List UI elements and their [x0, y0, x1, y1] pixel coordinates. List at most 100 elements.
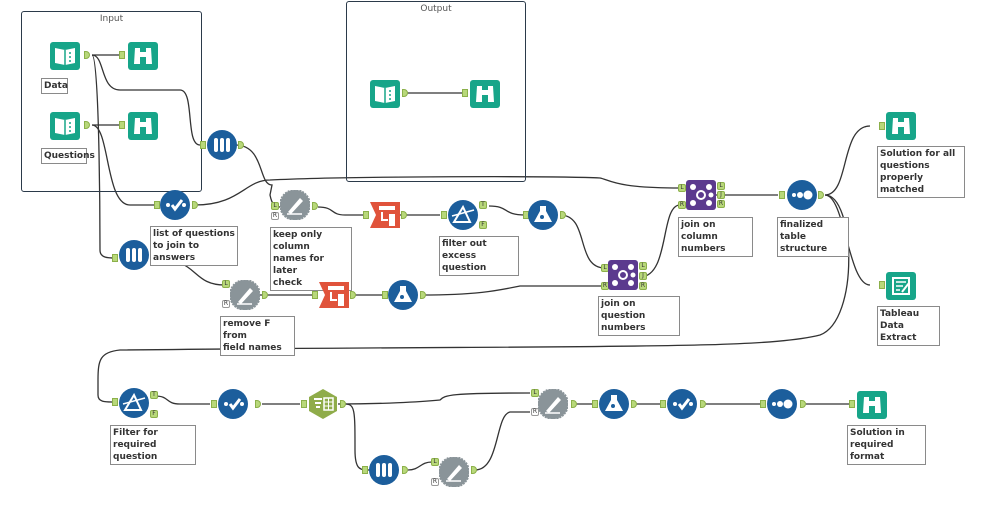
- left-input-port[interactable]: L: [271, 202, 279, 210]
- input-port[interactable]: [879, 122, 885, 130]
- transpose-tool[interactable]: [319, 280, 349, 310]
- left-input-port[interactable]: L: [431, 458, 439, 466]
- input-port[interactable]: [660, 400, 666, 408]
- left-output-port[interactable]: L: [717, 182, 725, 190]
- input-port[interactable]: [592, 400, 598, 408]
- dynamic-rename-tool[interactable]: [230, 280, 260, 310]
- output-port[interactable]: [312, 202, 318, 210]
- output-port[interactable]: [818, 191, 824, 199]
- browse-tool[interactable]: [886, 110, 916, 140]
- input-container[interactable]: Input: [21, 11, 202, 192]
- output-port[interactable]: [700, 400, 706, 408]
- right-input-port[interactable]: R: [531, 408, 539, 416]
- input-port[interactable]: [112, 398, 118, 406]
- checkmark-icon: [667, 389, 697, 419]
- input-port[interactable]: [154, 201, 160, 209]
- formula-tool[interactable]: [528, 200, 558, 230]
- text-to-columns-tool[interactable]: [119, 240, 149, 270]
- output-port[interactable]: [401, 211, 407, 219]
- dynamic-rename-tool[interactable]: [280, 190, 310, 220]
- left-input-port[interactable]: L: [531, 389, 539, 397]
- select-tool[interactable]: [160, 190, 190, 220]
- left-input-port[interactable]: L: [678, 184, 686, 192]
- right-input-port[interactable]: R: [431, 478, 439, 486]
- input-port[interactable]: [119, 51, 125, 59]
- output-port[interactable]: [402, 466, 408, 474]
- input-port[interactable]: [362, 466, 368, 474]
- input-port[interactable]: [301, 400, 307, 408]
- transpose-icon: [319, 282, 349, 308]
- input-data-tool[interactable]: [50, 40, 80, 70]
- cross-tab-tool[interactable]: [308, 389, 338, 419]
- input-port[interactable]: [211, 400, 217, 408]
- output-port[interactable]: [350, 291, 356, 299]
- input-port[interactable]: [312, 291, 318, 299]
- output-port[interactable]: [571, 400, 577, 408]
- output-port[interactable]: [255, 400, 261, 408]
- dynamic-rename-tool[interactable]: [439, 457, 469, 487]
- unique-tool[interactable]: [767, 389, 797, 419]
- output-port[interactable]: [631, 400, 637, 408]
- filter-tool[interactable]: [119, 388, 149, 418]
- input-port[interactable]: [382, 291, 388, 299]
- unique-tool[interactable]: [787, 180, 817, 210]
- output-port[interactable]: [340, 400, 346, 408]
- input-port[interactable]: [779, 191, 785, 199]
- output-port[interactable]: [84, 121, 90, 129]
- right-output-port[interactable]: R: [717, 200, 725, 208]
- browse-tool[interactable]: [128, 40, 158, 70]
- true-output-port[interactable]: T: [479, 201, 487, 209]
- input-port[interactable]: [849, 400, 855, 408]
- true-output-port[interactable]: T: [150, 391, 158, 399]
- input-port[interactable]: [112, 254, 118, 262]
- join-output-port[interactable]: J: [717, 191, 725, 199]
- output-port[interactable]: [192, 201, 198, 209]
- formula-tool[interactable]: [599, 389, 629, 419]
- text-to-columns-tool[interactable]: [369, 455, 399, 485]
- false-output-port[interactable]: F: [479, 221, 487, 229]
- formula-tool[interactable]: [388, 280, 418, 310]
- annotation-finalized: finalized table structure: [777, 217, 849, 257]
- right-input-port[interactable]: R: [271, 212, 279, 220]
- right-output-port[interactable]: R: [639, 282, 647, 290]
- input-port[interactable]: [119, 121, 125, 129]
- filter-tool[interactable]: [448, 200, 478, 230]
- join-output-port[interactable]: J: [639, 272, 647, 280]
- output-port[interactable]: [800, 400, 806, 408]
- dots-icon: [767, 389, 797, 419]
- output-port[interactable]: [402, 89, 408, 97]
- left-input-port[interactable]: L: [222, 280, 230, 288]
- input-port[interactable]: [200, 141, 206, 149]
- left-output-port[interactable]: L: [639, 262, 647, 270]
- output-port[interactable]: [84, 51, 90, 59]
- pencil-gear-icon: [230, 280, 260, 310]
- output-data-tool[interactable]: [886, 270, 916, 300]
- false-output-port[interactable]: F: [150, 410, 158, 418]
- input-port[interactable]: [363, 211, 369, 219]
- join-tool[interactable]: [608, 260, 638, 290]
- join-tool[interactable]: [686, 180, 716, 210]
- input-port[interactable]: [879, 281, 885, 289]
- dynamic-rename-tool[interactable]: [538, 389, 568, 419]
- browse-tool[interactable]: [128, 110, 158, 140]
- browse-tool[interactable]: [857, 389, 887, 419]
- input-questions-tool[interactable]: [50, 110, 80, 140]
- browse-tool[interactable]: [470, 78, 500, 108]
- output-port[interactable]: [471, 466, 477, 474]
- right-input-port[interactable]: R: [678, 201, 686, 209]
- output-port[interactable]: [238, 141, 244, 149]
- output-container[interactable]: Output: [346, 1, 526, 182]
- input-port[interactable]: [462, 89, 468, 97]
- output-port[interactable]: [262, 291, 268, 299]
- transpose-tool[interactable]: [370, 200, 400, 230]
- input-port[interactable]: [441, 211, 447, 219]
- text-to-columns-tool[interactable]: [207, 130, 237, 160]
- input-data-tool[interactable]: [370, 78, 400, 108]
- input-port[interactable]: [760, 400, 766, 408]
- output-port[interactable]: [420, 291, 426, 299]
- input-container-title: Input: [99, 14, 124, 24]
- select-tool[interactable]: [667, 389, 697, 419]
- select-tool[interactable]: [218, 389, 248, 419]
- right-input-port[interactable]: R: [222, 300, 230, 308]
- output-port[interactable]: [560, 211, 566, 219]
